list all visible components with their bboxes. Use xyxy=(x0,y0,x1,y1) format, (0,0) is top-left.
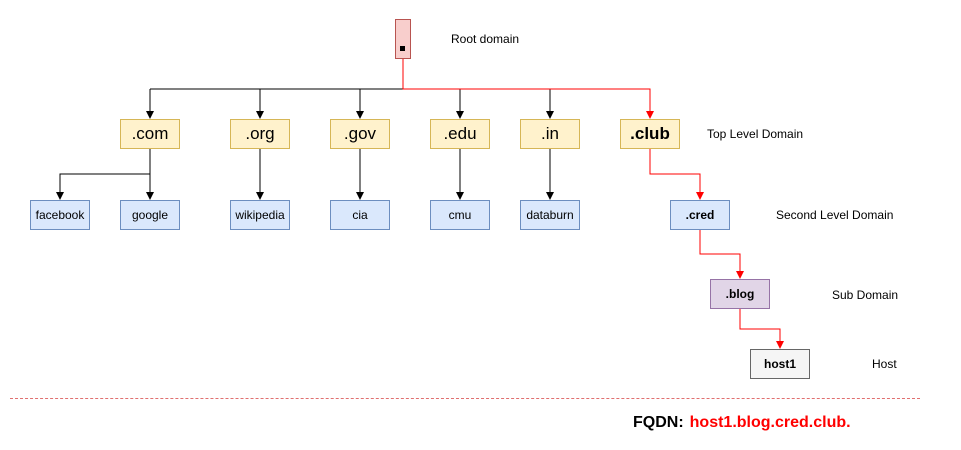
tld-edu: .edu xyxy=(430,119,490,149)
tld-club: .club xyxy=(620,119,680,149)
sld-google: google xyxy=(120,200,180,230)
sld-cred: .cred xyxy=(670,200,730,230)
tld-org: .org xyxy=(230,119,290,149)
sld-facebook: facebook xyxy=(30,200,90,230)
tld-gov: .gov xyxy=(330,119,390,149)
root-dot xyxy=(400,46,405,51)
sld-cmu: cmu xyxy=(430,200,490,230)
edge-com-facebook xyxy=(56,149,151,200)
tld-in: .in xyxy=(520,119,580,149)
edge-root-in xyxy=(460,88,554,119)
level-label-second: Second Level Domain xyxy=(776,208,894,222)
subdomain-blog: .blog xyxy=(710,279,770,309)
level-label-tld: Top Level Domain xyxy=(707,127,804,141)
fqdn-value: host1.blog.cred.club. xyxy=(689,414,851,431)
sld-databurn: databurn xyxy=(520,200,580,230)
level-label-sub: Sub Domain xyxy=(832,288,899,302)
root-domain-label: Root domain xyxy=(451,32,520,46)
fqdn-line: FQDN: host1.blog.cred.club. xyxy=(633,414,851,432)
dashed-separator xyxy=(10,398,920,399)
edge-blog-host1 xyxy=(739,309,784,349)
edge-root-edu xyxy=(403,88,464,119)
level-label-host: Host xyxy=(872,357,897,371)
fqdn-label: FQDN: xyxy=(633,414,684,431)
edge-club-cred xyxy=(649,149,704,200)
sld-cia: cia xyxy=(330,200,390,230)
tld-com: .com xyxy=(120,119,180,149)
root-node xyxy=(395,19,411,59)
edge-root-club xyxy=(402,59,654,119)
host-node: host1 xyxy=(750,349,810,379)
edge-cred-blog xyxy=(699,230,744,279)
sld-wikipedia: wikipedia xyxy=(230,200,290,230)
